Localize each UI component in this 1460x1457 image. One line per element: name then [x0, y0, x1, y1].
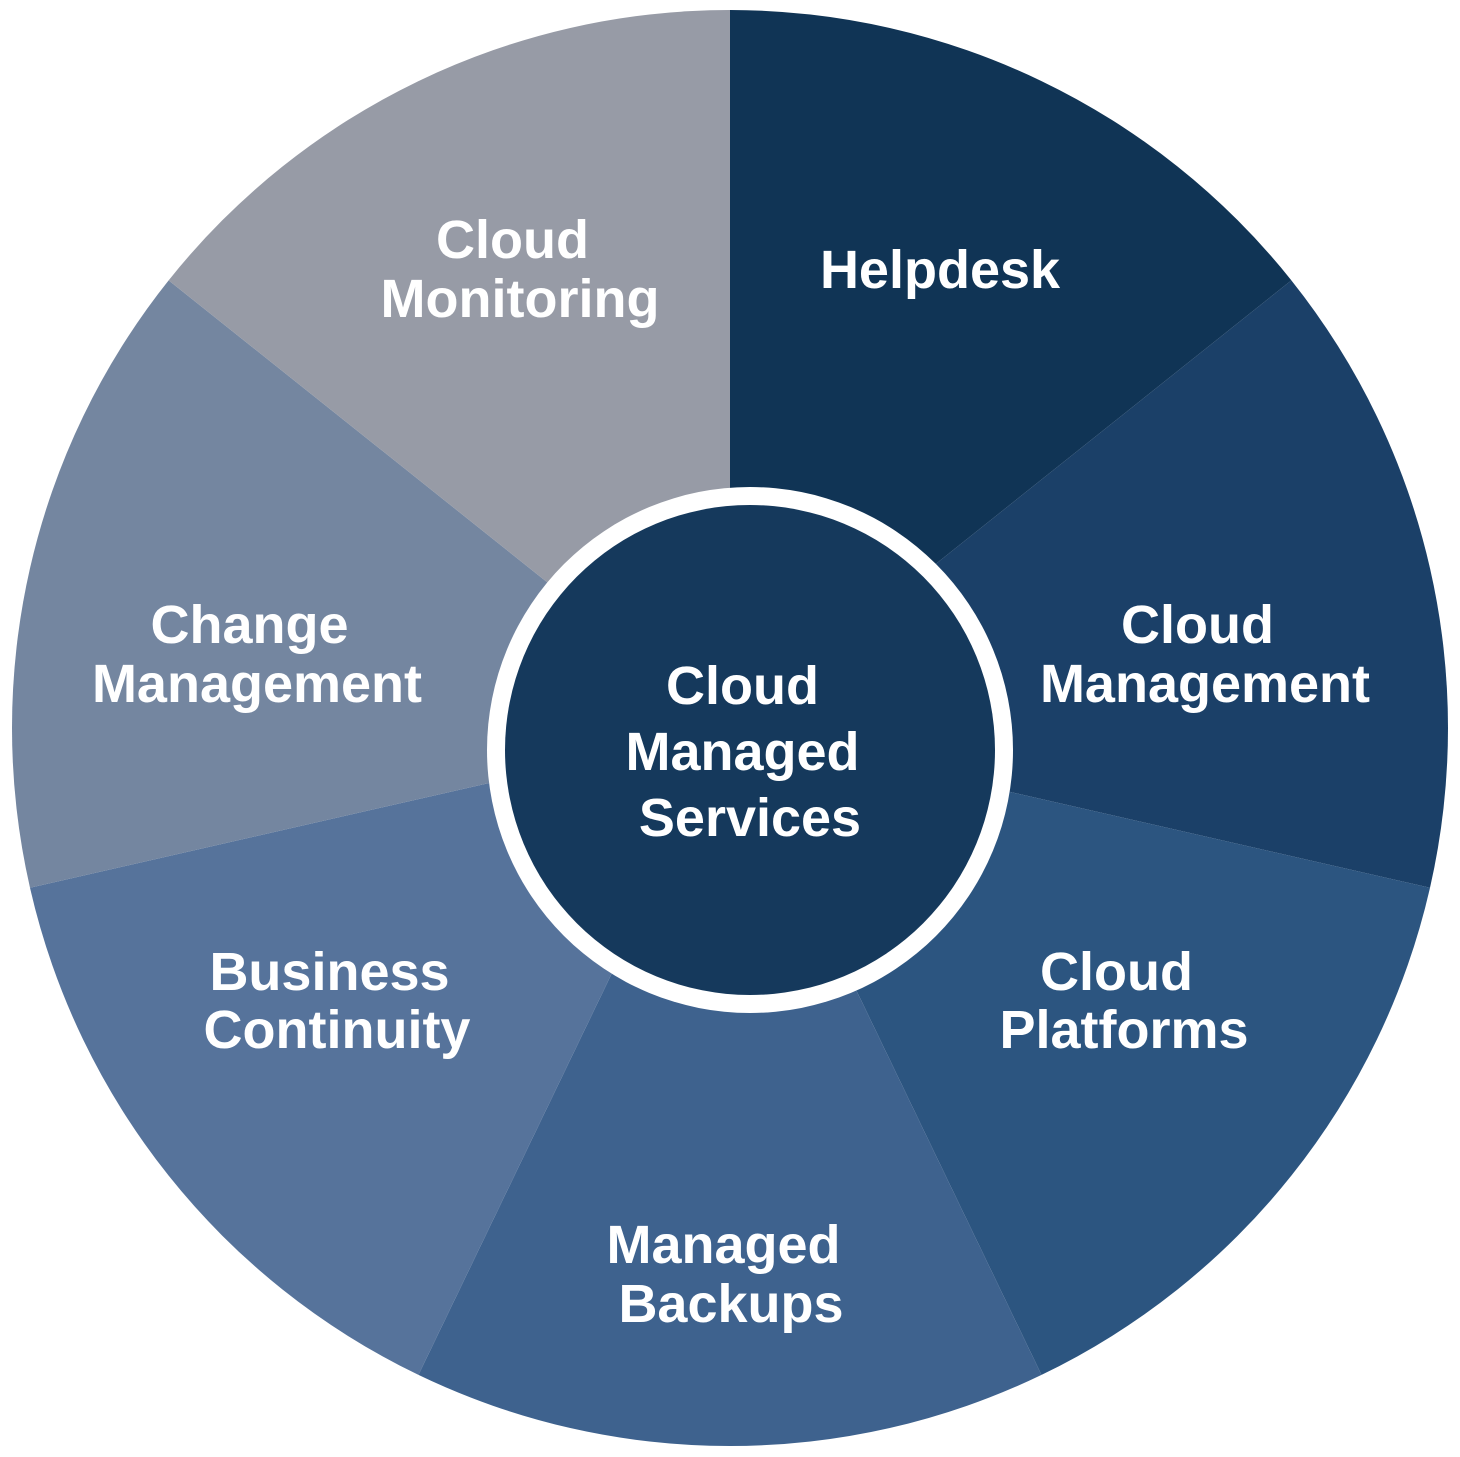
segment-label-business-continuity: Business Continuity [204, 942, 471, 1060]
segment-label-managed-backups: Managed Backups [606, 1215, 855, 1334]
segment-label-cloud-monitoring: Cloud Monitoring [381, 210, 660, 329]
segment-label-cloud-platforms: Cloud Platforms [999, 942, 1248, 1060]
segment-wedge-managed-backups [418, 728, 1042, 1446]
center-label: Cloud Managed Services [625, 656, 874, 848]
segment-label-helpdesk: Helpdesk [820, 240, 1061, 300]
segment-label-change-management: Change Management [92, 595, 422, 714]
center-hub [505, 505, 995, 995]
segment-label-cloud-management: Cloud Management [1040, 595, 1370, 714]
